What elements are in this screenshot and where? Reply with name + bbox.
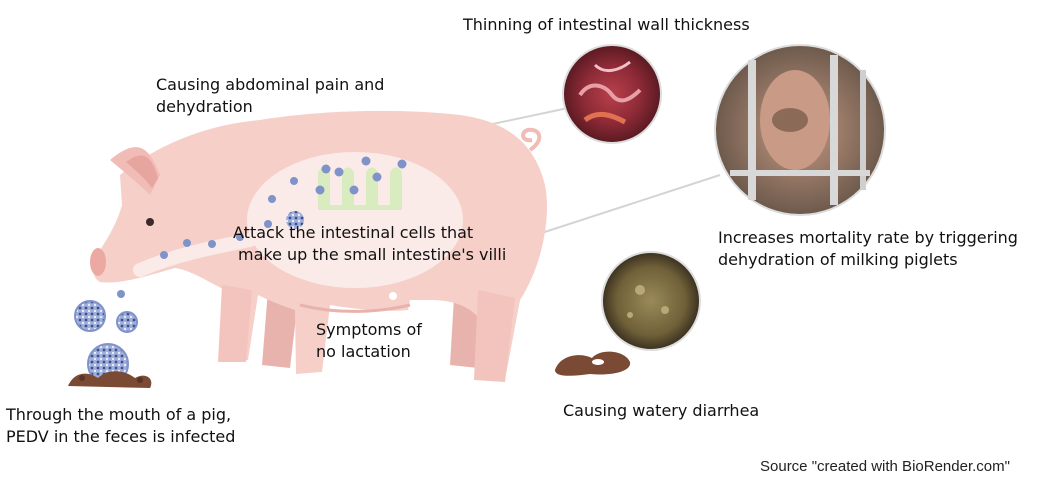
label-abdominal-pain-line1: Causing abdominal pain and — [156, 75, 385, 94]
virus-particle-icon — [74, 300, 138, 385]
label-mortality-line2: dehydration of milking piglets — [718, 250, 958, 269]
label-mouth-line1: Through the mouth of a pig, — [6, 405, 232, 424]
feces-pile-icon — [68, 371, 152, 388]
label-abdominal-pain: Causing abdominal pain and dehydration — [156, 74, 384, 118]
label-attack-intestinal-cells: Attack the intestinal cells that make up… — [233, 222, 506, 266]
label-mouth-infection: Through the mouth of a pig, PEDV in the … — [6, 404, 235, 448]
source-credit: Source "created with BioRender.com" — [760, 458, 1010, 475]
connector-piglet — [519, 174, 721, 241]
label-thinning-intestinal-wall: Thinning of intestinal wall thickness — [463, 15, 750, 34]
virus-particles — [117, 156, 407, 298]
diarrhea-puddle-icon — [555, 351, 631, 376]
pig-illustration — [90, 110, 548, 382]
label-attack-line2: make up the small intestine's villi — [238, 245, 507, 264]
label-no-lactation: Symptoms of no lactation — [316, 319, 422, 363]
label-no-lactation-line1: Symptoms of — [316, 320, 422, 339]
label-watery-diarrhea: Causing watery diarrhea — [563, 401, 760, 420]
diarrhea-photo-icon — [601, 251, 701, 351]
label-mouth-line2: PEDV in the feces is infected — [6, 427, 236, 446]
label-attack-line1: Attack the intestinal cells that — [233, 223, 474, 242]
intestine-photo-icon — [562, 44, 662, 144]
label-abdominal-pain-line2: dehydration — [156, 97, 253, 116]
label-mortality-rate: Increases mortality rate by triggering d… — [718, 227, 1018, 271]
piglet-photo-icon — [714, 44, 886, 216]
label-mortality-line1: Increases mortality rate by triggering — [718, 228, 1018, 247]
label-no-lactation-line2: no lactation — [316, 342, 411, 361]
